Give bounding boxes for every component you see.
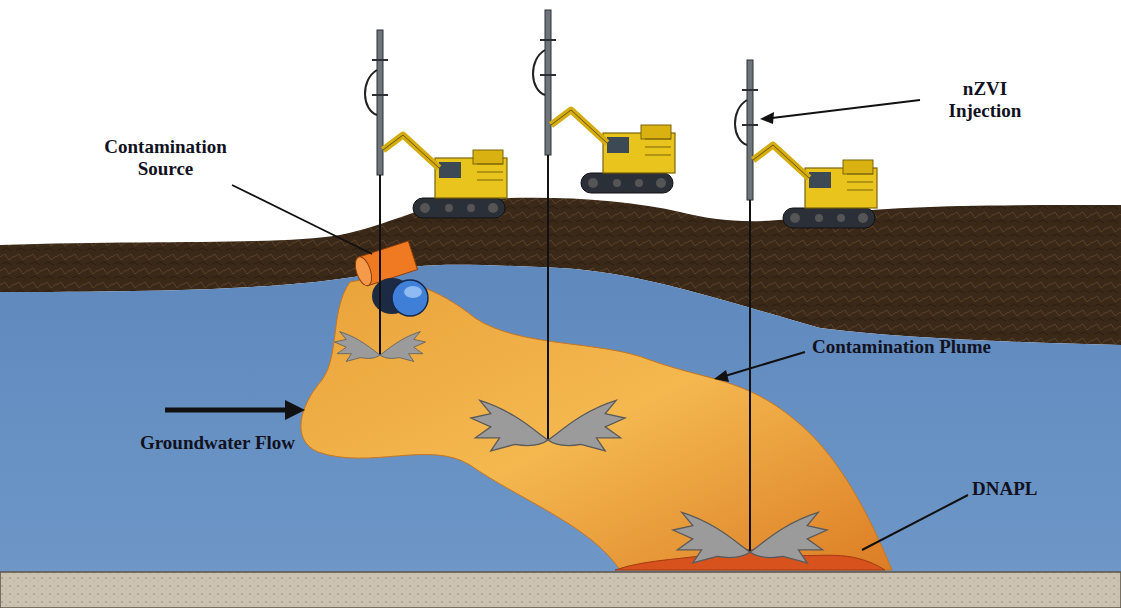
callout-label: DNAPL (972, 478, 1037, 500)
leader-line (232, 185, 372, 254)
bedrock (0, 572, 1121, 608)
leader-arrow (725, 352, 805, 376)
flow-arrow (165, 408, 288, 413)
aquifer (0, 265, 1121, 572)
callout-label: Groundwater Flow (140, 432, 295, 454)
callout-label: nZVI Injection (926, 78, 1044, 122)
drill-rig (383, 135, 507, 218)
nzvi-spray (673, 512, 827, 563)
arrowhead (760, 112, 774, 124)
arrowhead (285, 400, 305, 420)
nzvi-spray (471, 400, 625, 451)
contamination-drums (352, 241, 428, 316)
leader-line (862, 495, 968, 550)
injection-wells (365, 10, 758, 552)
leader-arrow (772, 100, 920, 118)
arrowhead (714, 370, 729, 382)
nzvi-spray (335, 332, 426, 362)
callout-label: Contamination Plume (812, 336, 991, 358)
contamination-plume (301, 279, 892, 570)
drill-rig (551, 110, 675, 193)
drill-rig (753, 145, 877, 228)
callout-label: Contamination Source (78, 136, 253, 180)
